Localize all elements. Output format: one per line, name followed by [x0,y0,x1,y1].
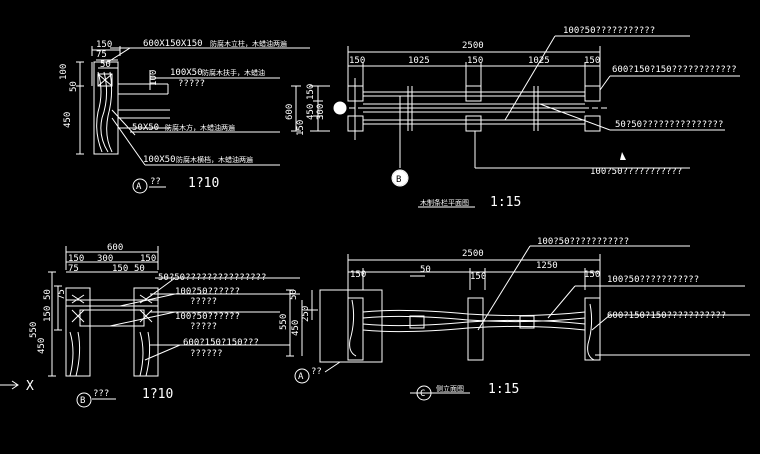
section-a-view: 150 75 50 100 50 450 100 600X150X150 防腐木… [59,39,310,194]
plan-dim-300: 300 [316,104,326,120]
dim-top-150: 150 [96,40,112,50]
detail-marker-a-letter: A [298,372,304,382]
plan-label-batten: 50?50??????????????? [615,120,723,130]
sec-b-dim-450: 450 [37,338,47,354]
section-marker-c [416,385,432,401]
dim-right-100: 100 [149,70,159,86]
plan-section-cut-letter: B [396,175,401,185]
plan-dim-450: 450 [306,104,316,120]
label-handrail-note: 防腐木扶手，木蜡油 [202,68,265,77]
elev-dim-250: 250 [301,306,311,322]
detail-marker-a-text: ?? [311,367,322,377]
sec-b-dim-300: 300 [97,254,113,264]
sec-b-label-rail-2: ????? [190,322,217,332]
elev-label-rail: 100?50??????????? [607,275,699,285]
sec-b-dim-150b: 150 [140,254,156,264]
dim-left-450: 450 [63,112,73,128]
plan-label-rail: 100?50??????????? [590,167,682,177]
elev-dim-50: 50 [420,265,431,275]
sec-b-label-handrail-2: ????? [190,297,217,307]
sec-b-dim-50-left: 50 [43,289,53,300]
section-marker-a [132,178,148,194]
section-a-scale: 1?10 [188,176,219,191]
sec-b-dim-50: 50 [134,264,145,274]
section-marker-b [76,392,92,408]
elev-dim-1250: 1250 [536,261,558,271]
plan-dim-total: 2500 [462,41,484,51]
sec-b-dim-550: 550 [29,322,39,338]
section-b-scale: 1?10 [142,387,173,402]
dim-sub-75: 75 [96,50,107,60]
plan-dim-150a: 150 [349,56,365,66]
section-b-view: 600 150 300 150 75 150 50 550 450 150 50… [29,243,300,408]
dim-left-50: 50 [69,81,79,92]
plan-bullet-left [333,101,347,115]
elev-label-post: 600?150?150??????????? [607,311,726,321]
elevation-title: 侧立面图 [436,384,464,393]
section-a-title: ?? [150,177,161,187]
label-batten: 50X50 [132,123,159,133]
ucs-icon: X [0,379,34,394]
plan-dim-600: 600 [285,104,295,120]
sec-b-dim-75: 75 [68,264,79,274]
sec-b-label-post-2: ?????? [190,349,223,359]
plan-dim-150-bottom: 150 [296,120,306,136]
sec-b-dim-150a: 150 [68,254,84,264]
section-marker-a-letter: A [136,182,142,192]
sec-b-label-rail: 100?50?????? [175,312,240,322]
elev-dim-150a: 150 [350,270,366,280]
plan-dim-150c: 150 [584,56,600,66]
label-rail: 100X50 [143,155,176,165]
sec-b-label-batten: 50?50??????????????? [158,273,266,283]
elev-dim-total: 2500 [462,249,484,259]
section-b-title: ??? [93,389,109,399]
plan-scale: 1:15 [490,195,521,210]
plan-dim-150-left: 150 [306,84,316,100]
sec-b-dim-75-left: 75 [57,289,67,300]
plan-title: 木制条栏平面图 [420,198,469,207]
ucs-x-label: X [26,379,34,394]
detail-marker-a [294,368,310,384]
dim-left-100: 100 [59,64,69,80]
elev-dim-450: 450 [291,320,301,336]
elev-dim-150c: 150 [584,270,600,280]
sec-b-dim-150: 150 [43,306,53,322]
label-handrail-q: ????? [178,79,205,89]
label-post-note: 防腐木立柱，木蜡油两遍 [210,39,287,48]
plan-dim-1025b: 1025 [528,56,550,66]
plan-dim-1025a: 1025 [408,56,430,66]
elev-label-handrail: 100?50??????????? [537,237,629,247]
label-batten-note: 防腐木方，木蜡油两遍 [165,123,235,132]
sec-b-label-post: 600?150?150??? [183,338,259,348]
section-marker-c-letter: C [420,389,425,399]
plan-section-cut-marker [392,170,408,186]
dim-sub-50: 50 [100,60,111,70]
elevation-view: 2500 50 150 150 1250 150 50 550 450 250 … [279,237,750,401]
elev-dim-550: 550 [279,314,289,330]
sec-b-label-handrail: 100?50?????? [175,287,240,297]
elevation-scale: 1:15 [488,382,519,397]
plan-label-handrail: 100?50??????????? [563,26,655,36]
label-handrail: 100X50 [170,68,203,78]
elev-dim-50-left: 50 [289,289,299,300]
plan-view: 2500 150 1025 150 1025 150 600 150 450 3… [285,26,740,210]
elev-dim-150b: 150 [470,272,486,282]
sec-b-dim-600: 600 [107,243,123,253]
sec-b-dim-150c: 150 [112,264,128,274]
label-rail-note: 防腐木横档，木蜡油两遍 [176,155,253,164]
label-post: 600X150X150 [143,39,203,49]
plan-arrow-mark [620,152,626,160]
plan-label-post: 600?150?150???????????? [612,65,737,75]
section-marker-b-letter: B [80,396,85,406]
plan-dim-150b: 150 [467,56,483,66]
